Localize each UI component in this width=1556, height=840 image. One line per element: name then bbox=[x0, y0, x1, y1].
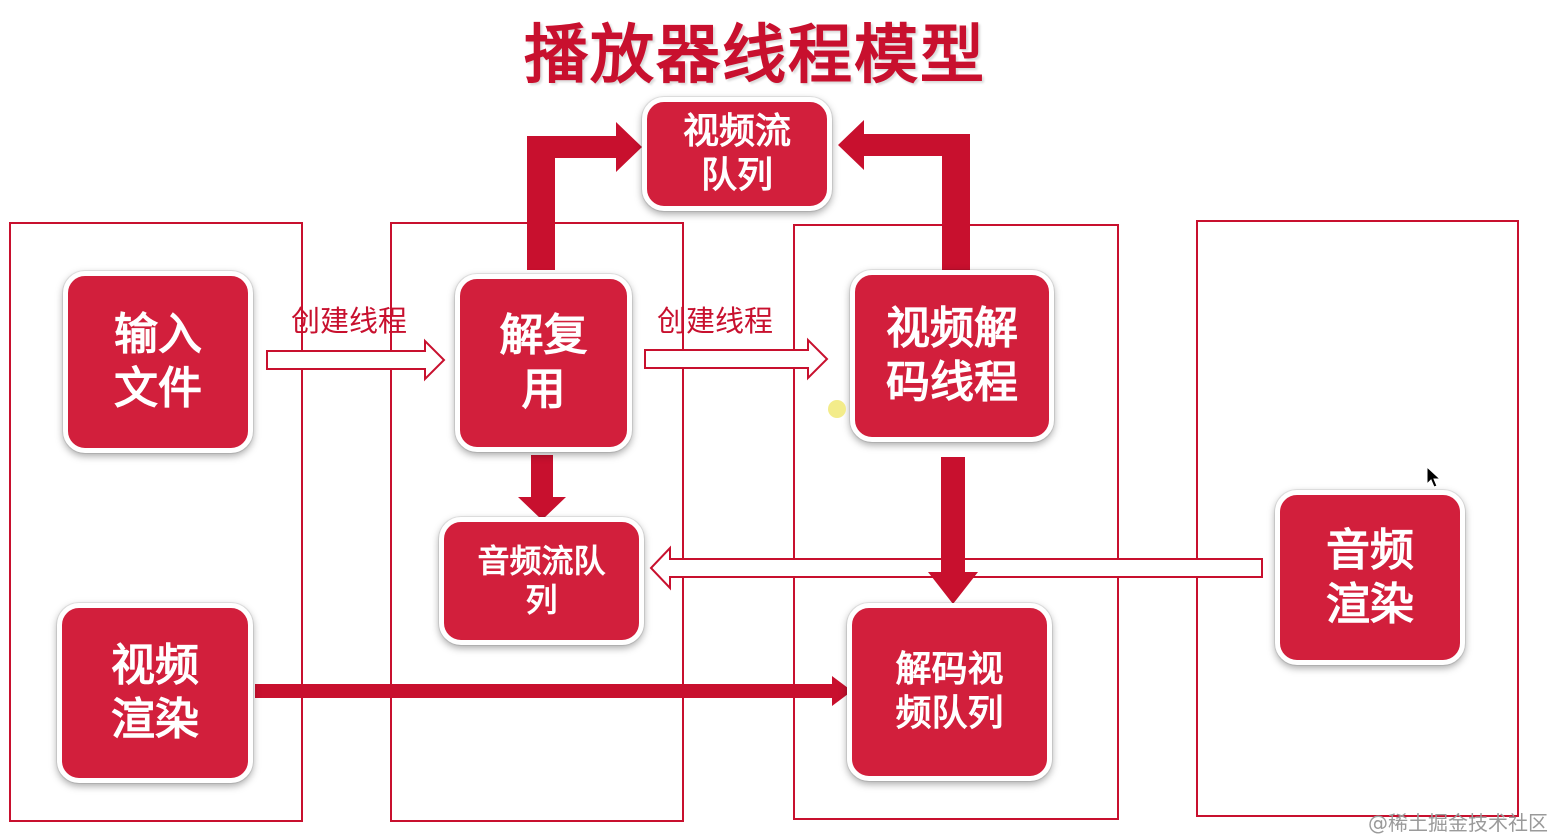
mouse-cursor-icon bbox=[1426, 466, 1442, 488]
pointer-highlight-dot bbox=[828, 400, 846, 418]
arrow-demux-to-video-queue bbox=[527, 122, 642, 270]
arrow-demux-to-decode bbox=[644, 337, 829, 381]
arrow-decode-to-decoded-queue bbox=[928, 457, 978, 604]
column-frame-4 bbox=[1196, 220, 1519, 817]
node-demux: 解复 用 bbox=[455, 274, 632, 452]
arrow-demux-to-audio-queue bbox=[518, 455, 566, 520]
node-video-stream-queue: 视频流 队列 bbox=[642, 97, 832, 211]
node-input-file: 输入 文件 bbox=[63, 271, 253, 453]
node-decoded-video-queue: 解码视 频队列 bbox=[847, 603, 1052, 781]
diagram-title: 播放器线程模型 bbox=[524, 19, 986, 93]
node-video-render: 视频 渲染 bbox=[57, 603, 253, 783]
node-video-decode-thread: 视频解 码线程 bbox=[850, 270, 1054, 442]
arrow-input-to-demux bbox=[266, 338, 446, 382]
edge-label-create-thread-1: 创建线程 bbox=[291, 304, 408, 338]
column-frame-1 bbox=[9, 222, 303, 822]
arrow-video-render-to-decoded-queue bbox=[255, 676, 852, 706]
node-audio-render: 音频 渲染 bbox=[1275, 490, 1465, 665]
watermark: @稀土掘金技术社区 bbox=[1368, 811, 1548, 835]
arrow-decode-to-video-queue bbox=[838, 120, 970, 270]
edge-label-create-thread-2: 创建线程 bbox=[657, 304, 774, 338]
node-audio-stream-queue: 音频流队 列 bbox=[439, 517, 644, 645]
